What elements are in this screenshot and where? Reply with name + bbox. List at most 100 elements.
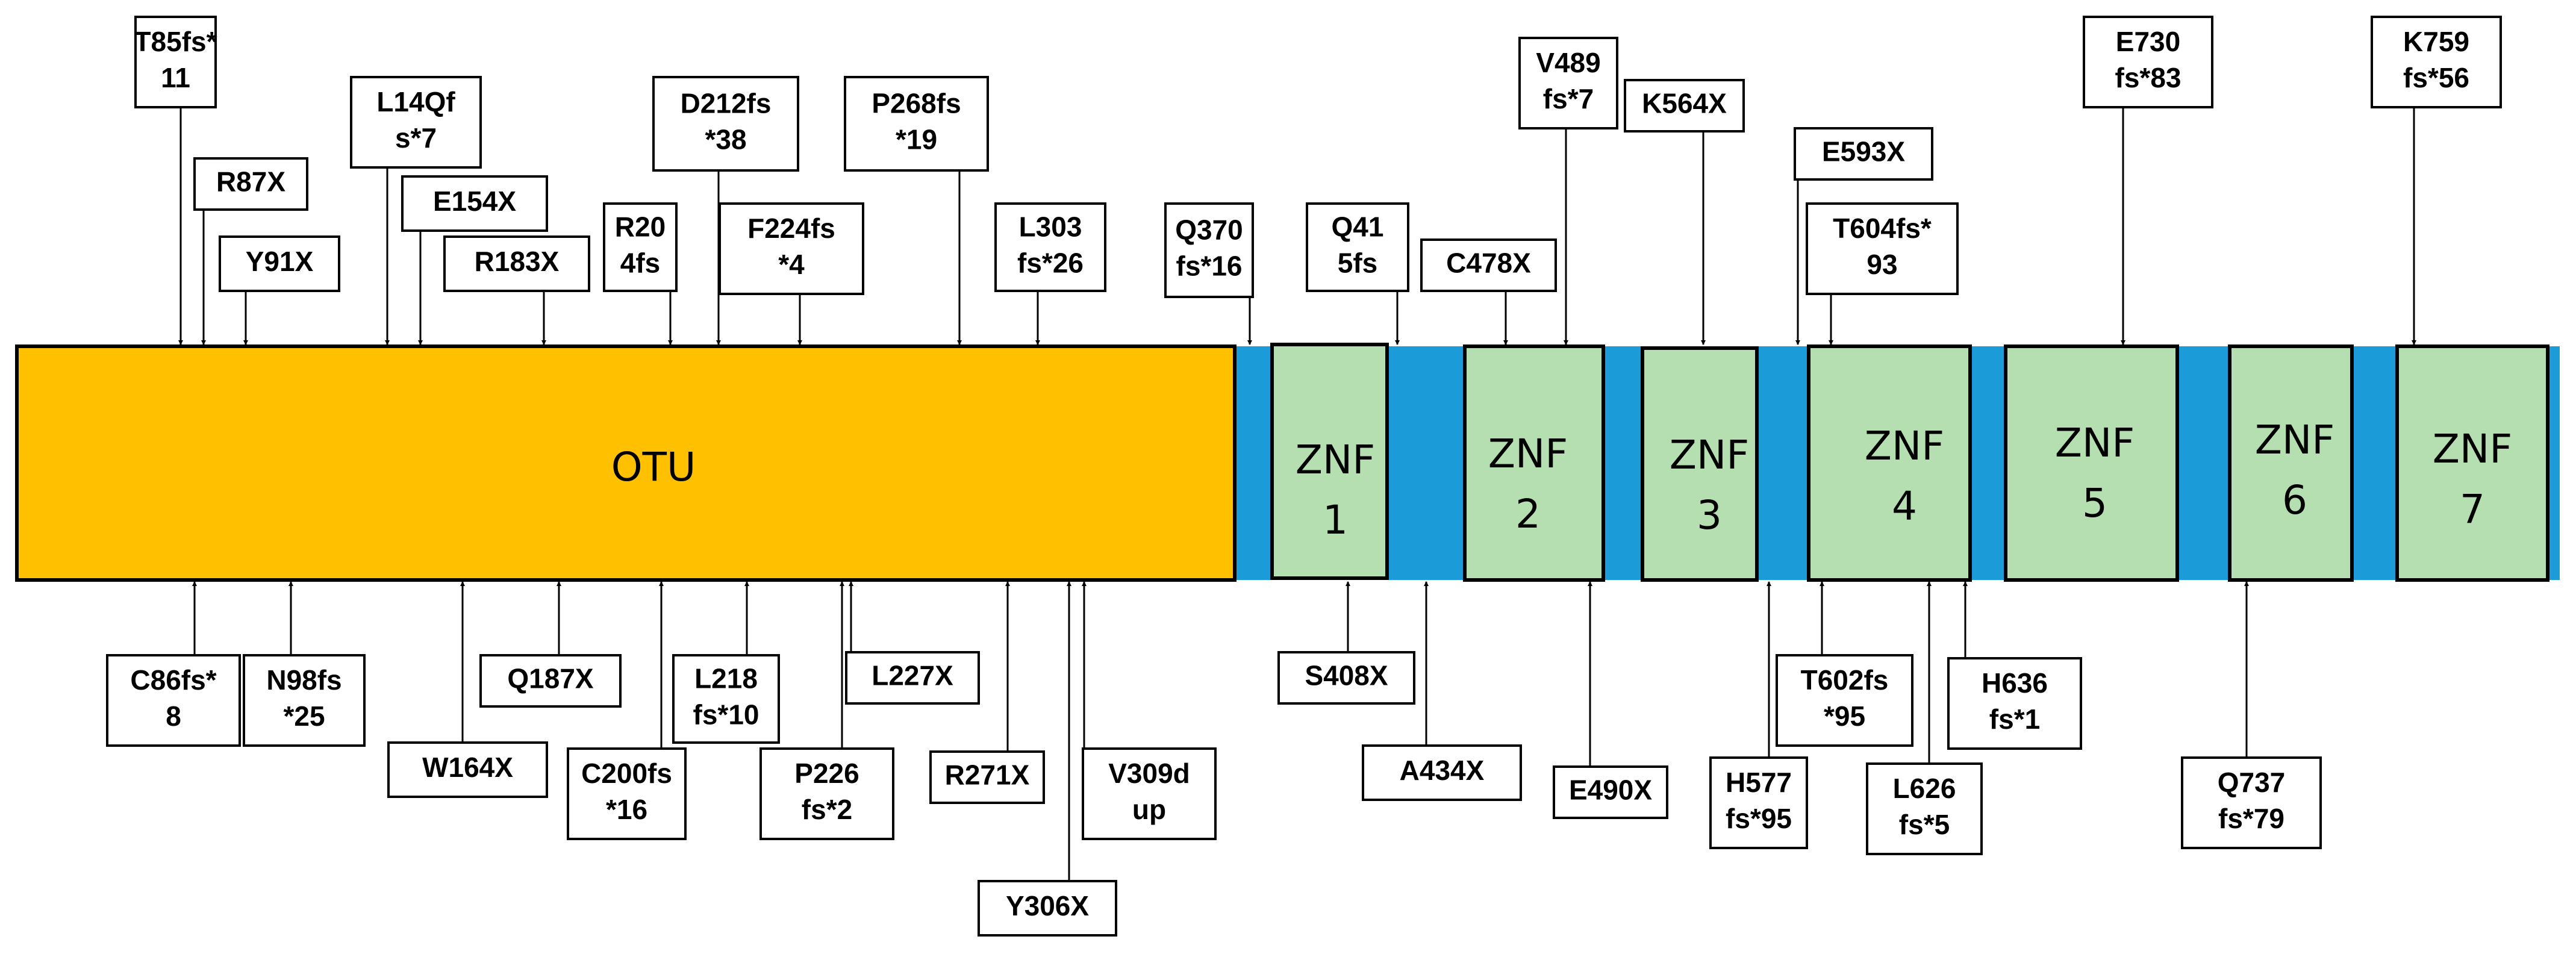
domain-znf4-label: 4 (1892, 483, 1917, 529)
mutation-label-t85fs11: T85fs* (134, 26, 217, 57)
mutation-label-r183x: R183X (475, 246, 560, 277)
mutation-box-a434x (1362, 744, 1522, 801)
mutation-box-l14qfs7 (350, 76, 482, 169)
mutation-label-p226fs2: fs*2 (802, 794, 852, 825)
mutation-box-l626fs5 (1866, 762, 1983, 855)
domain-znf2 (1463, 344, 1605, 582)
mutation-label-f224fs4: F224fs (747, 213, 835, 244)
domain-znf1-label: 1 (1323, 497, 1348, 543)
mutation-label-l626fs5: fs*5 (1899, 809, 1950, 840)
mutation-label-q737fs79: fs*79 (2218, 803, 2284, 834)
mutation-label-r204fs: 4fs (620, 248, 660, 279)
mutation-label-v309dup: V309d (1108, 758, 1190, 789)
mutation-box-e730fs83 (2083, 16, 2213, 108)
mutation-label-l626fs5: L626 (1893, 773, 1956, 804)
mutation-label-l227x: L227X (872, 660, 953, 691)
domain-znf4 (1807, 344, 1972, 582)
mutation-label-v489fs7: fs*7 (1543, 83, 1594, 114)
mutation-label-d212fs38: *38 (705, 124, 746, 155)
mutation-label-e593x: E593X (1822, 136, 1905, 167)
domain-znf7 (2395, 344, 2549, 582)
mutation-label-p226fs2: P226 (794, 758, 859, 789)
domain-znf5 (2004, 344, 2179, 582)
mutation-label-r87x: R87X (216, 166, 285, 198)
domain-znf6-label: ZNF (2255, 417, 2335, 463)
mutation-label-q415fs: Q41 (1332, 211, 1384, 243)
mutation-box-n98fs25 (243, 654, 366, 747)
domain-znf3-label: 3 (1697, 492, 1722, 538)
mutation-box-w164x (387, 741, 548, 798)
mutation-label-e730fs83: E730 (2116, 26, 2180, 57)
mutation-label-h577fs95: H577 (1726, 767, 1792, 798)
mutation-label-t85fs11: 11 (161, 62, 190, 93)
mutation-label-c478x: C478X (1446, 248, 1531, 279)
mutation-label-f224fs4: *4 (778, 249, 805, 280)
mutation-label-k759fs56: K759 (2403, 26, 2469, 57)
mutation-label-t602fs95: T602fs (1801, 664, 1889, 696)
mutation-label-c200fs16: C200fs (581, 758, 672, 789)
mutation-labels: T85fs*11R87XY91XL14Qfs*7E154XR183XR204fs… (106, 16, 2502, 937)
mutation-label-y91x: Y91X (246, 246, 314, 277)
mutation-label-p268fs19: *19 (896, 124, 937, 155)
domain-znf5-label: 5 (2082, 480, 2107, 526)
mutation-label-l218fs10: L218 (694, 663, 758, 694)
domain-znf6-label: 6 (2282, 477, 2307, 523)
mutation-label-l14qfs7: L14Qf (376, 86, 455, 117)
mutation-label-v309dup: up (1132, 794, 1166, 825)
mutation-box-c200fs16 (567, 747, 687, 840)
mutation-box-k759fs56 (2371, 16, 2502, 108)
mutation-label-l303fs26: fs*26 (1017, 248, 1084, 279)
mutation-label-y306x: Y306X (1006, 890, 1089, 921)
mutation-label-e730fs83: fs*83 (2115, 62, 2181, 93)
mutation-label-d212fs38: D212fs (681, 88, 772, 119)
mutation-label-q415fs: 5fs (1338, 248, 1377, 279)
mutation-label-c86fs8: C86fs* (130, 664, 216, 696)
mutation-label-r204fs: R20 (615, 211, 666, 243)
mutation-label-a434x: A434X (1400, 755, 1485, 786)
mutation-box-h636fs1 (1947, 657, 2082, 750)
mutation-box-d212fs38 (652, 76, 799, 172)
mutation-box-k564x (1624, 79, 1745, 132)
mutation-label-l218fs10: fs*10 (693, 699, 759, 731)
mutation-label-l14qfs7: s*7 (395, 122, 437, 154)
mutation-box-v309dup (1082, 747, 1217, 840)
domain-znf7-label: 7 (2460, 486, 2485, 532)
mutation-box-q415fs (1306, 202, 1409, 292)
domain-znf1 (1270, 343, 1389, 580)
mutation-label-k564x: K564X (1642, 88, 1727, 119)
mutation-box-c478x (1420, 238, 1557, 292)
mutation-box-t604fs93 (1806, 202, 1959, 295)
mutation-label-e154x: E154X (433, 185, 516, 217)
mutation-label-k759fs56: fs*56 (2403, 62, 2469, 93)
mutation-box-r204fs (603, 202, 678, 292)
mutation-label-q370fs16: fs*16 (1176, 251, 1243, 282)
mutation-box-e154x (401, 175, 548, 232)
mutation-box-e490x (1553, 765, 1668, 819)
mutation-label-q187x: Q187X (507, 663, 594, 694)
domain-znf6 (2228, 344, 2354, 582)
mutation-label-l303fs26: L303 (1019, 211, 1082, 243)
mutation-box-q187x (479, 654, 622, 708)
mutation-box-e593x (1794, 127, 1933, 181)
mutation-label-p268fs19: P268fs (872, 88, 961, 119)
mutation-box-l303fs26 (994, 202, 1106, 292)
domain-otu (15, 344, 1237, 582)
mutation-label-t602fs95: *95 (1824, 700, 1865, 732)
mutation-label-v489fs7: V489 (1536, 47, 1600, 78)
mutation-label-n98fs25: N98fs (266, 664, 341, 696)
mutation-box-l227x (845, 651, 980, 705)
mutation-box-l218fs10 (672, 654, 780, 744)
mutation-box-s408x (1277, 651, 1415, 705)
domain-znf5-label: ZNF (2055, 420, 2135, 466)
mutation-box-r183x (443, 235, 590, 292)
mutation-box-q370fs16 (1164, 202, 1254, 298)
domain-znf7-label: ZNF (2433, 426, 2513, 472)
mutation-box-t85fs11 (134, 16, 217, 108)
mutation-label-h577fs95: fs*95 (1726, 803, 1792, 834)
mutation-label-c86fs8: 8 (166, 700, 181, 732)
mutation-label-q370fs16: Q370 (1175, 214, 1243, 246)
mutation-label-t604fs93: T604fs* (1833, 213, 1932, 244)
mutation-box-c86fs8 (106, 654, 241, 747)
mutation-box-t602fs95 (1776, 654, 1913, 747)
